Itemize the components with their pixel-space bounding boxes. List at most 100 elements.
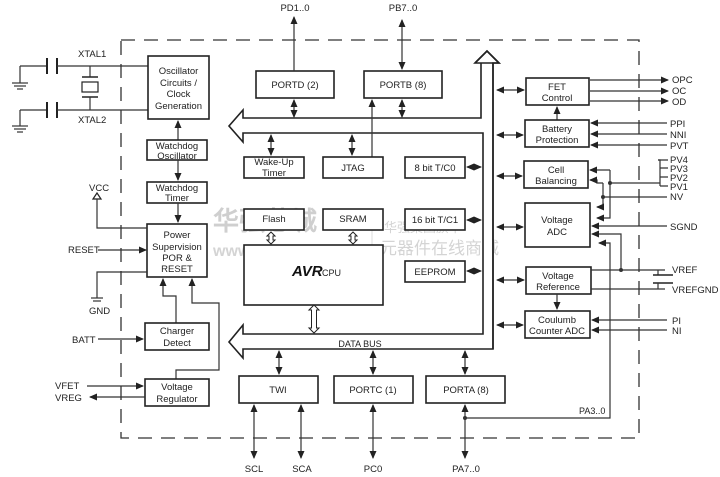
eeprom-block <box>404 260 466 283</box>
jtag-block <box>322 156 384 179</box>
wakeup-timer-label-1: Wake-Up <box>254 157 293 168</box>
pin-sca: SCA <box>292 464 312 475</box>
pin-pv4: PV4 <box>670 155 688 166</box>
portd-label: PORTD (2) <box>271 80 318 91</box>
data-bus-label: DATA BUS <box>338 339 381 349</box>
coulomb-counter-label-2: Counter ADC <box>529 326 585 337</box>
power-supervision-label-4: RESET <box>161 264 193 275</box>
pin-vfet: VFET <box>55 381 79 392</box>
portc-label: PORTC (1) <box>349 385 396 396</box>
wakeup-timer-label-2: Timer <box>262 168 286 179</box>
fet-control-label-2: Control <box>542 93 573 104</box>
wakeup-timer-block <box>243 156 305 179</box>
watchdog-oscillator-block <box>146 139 208 161</box>
pin-pv3: PV3 <box>670 164 688 175</box>
voltage-adc-label-1: Voltage <box>541 215 573 226</box>
sram-cpu-link-icon <box>347 231 359 245</box>
oscillator-block <box>147 55 210 120</box>
pin-sgnd: SGND <box>670 222 698 233</box>
portd-block <box>255 70 335 99</box>
charger-detect-block <box>144 322 210 351</box>
sram-block <box>322 208 384 231</box>
tc1-block <box>404 208 466 231</box>
chip-boundary <box>120 39 640 439</box>
pin-pa30: PA3..0 <box>579 406 605 416</box>
pin-xtal1: XTAL1 <box>78 49 106 60</box>
power-supervision-label-1: Power <box>164 230 191 241</box>
pin-pvt: PVT <box>670 141 689 152</box>
jtag-label: JTAG <box>341 163 365 174</box>
power-supervision-label-2: Supervision <box>152 242 202 253</box>
twi-label: TWI <box>269 385 286 396</box>
power-supervision-label-3: POR & <box>162 253 192 264</box>
battery-protection-label-1: Battery <box>542 124 572 135</box>
pin-pb: PB7..0 <box>389 3 418 14</box>
portc-block <box>333 375 414 404</box>
voltage-adc-block <box>524 202 591 248</box>
tc0-block <box>404 156 466 179</box>
pin-vreg: VREG <box>55 393 82 404</box>
charger-detect-label-1: Charger <box>160 326 194 337</box>
portb-label: PORTB (8) <box>380 80 427 91</box>
voltage-regulator-label-2: Regulator <box>156 394 197 405</box>
oscillator-label-4: Generation <box>155 101 202 112</box>
pin-pd: PD1..0 <box>280 3 309 14</box>
watchdog-oscillator-label-2: Oscillator <box>157 151 197 162</box>
tc0-label: 8 bit T/C0 <box>414 163 455 174</box>
porta-block <box>425 375 506 404</box>
cpu-label: CPU <box>322 268 341 278</box>
coulomb-counter-label-1: Coulumb <box>538 315 576 326</box>
cell-balancing-label-1: Cell <box>548 165 564 176</box>
pin-ppi: PPI <box>670 119 685 130</box>
portb-block <box>363 70 443 99</box>
cell-balancing-block <box>523 160 589 189</box>
pin-reset: RESET <box>68 245 100 256</box>
voltage-reference-label-2: Reference <box>536 282 580 293</box>
avr-logo: AVR <box>291 263 323 280</box>
voltage-adc-label-2: ADC <box>547 227 567 238</box>
battery-protection-block <box>524 119 590 148</box>
tc1-label: 16 bit T/C1 <box>412 215 458 226</box>
fet-control-label-1: FET <box>548 82 566 93</box>
pin-gnd: GND <box>89 306 110 317</box>
eeprom-label: EEPROM <box>414 267 455 278</box>
cell-balancing-label-2: Balancing <box>535 176 577 187</box>
pin-pa: PA7..0 <box>452 464 480 475</box>
crystal-circuit <box>12 58 148 133</box>
sram-label: SRAM <box>339 214 367 225</box>
battery-protection-label-2: Protection <box>536 135 579 146</box>
watermark-cn-mall: 元器件在线商城 <box>380 239 499 258</box>
pin-oc: OC <box>672 86 686 97</box>
pin-ni: NI <box>672 326 682 337</box>
watchdog-timer-label-2: Timer <box>165 193 189 204</box>
power-supervision-block <box>146 223 208 278</box>
pin-nv: NV <box>670 192 684 203</box>
fet-control-block <box>525 77 590 106</box>
coulomb-counter-block <box>524 310 591 339</box>
pin-batt: BATT <box>72 335 96 346</box>
cpu-block <box>243 244 384 306</box>
pin-vcc: VCC <box>89 183 109 194</box>
flash-cpu-link-icon <box>265 231 277 245</box>
watchdog-timer-label-1: Watchdog <box>156 183 198 194</box>
voltage-reference-block <box>525 266 592 295</box>
pin-od: OD <box>672 97 686 108</box>
voltage-reference-label-1: Voltage <box>542 271 574 282</box>
flash-block <box>243 208 305 231</box>
pin-pi: PI <box>672 316 681 327</box>
pin-pv2: PV2 <box>670 173 688 184</box>
voltage-regulator-block <box>144 378 210 407</box>
pin-xtal2: XTAL2 <box>78 115 106 126</box>
pin-pc0: PC0 <box>364 464 382 475</box>
pin-nni: NNI <box>670 130 686 141</box>
porta-label: PORTA (8) <box>443 385 489 396</box>
watchdog-timer-block <box>146 181 208 204</box>
pin-vrefgnd: VREFGND <box>672 285 719 296</box>
flash-label: Flash <box>262 214 285 225</box>
pin-opc: OPC <box>672 75 693 86</box>
pin-pv1: PV1 <box>670 182 688 193</box>
oscillator-label-3: Clock <box>167 89 191 100</box>
pin-vref: VREF <box>672 265 698 276</box>
twi-block <box>238 375 319 404</box>
